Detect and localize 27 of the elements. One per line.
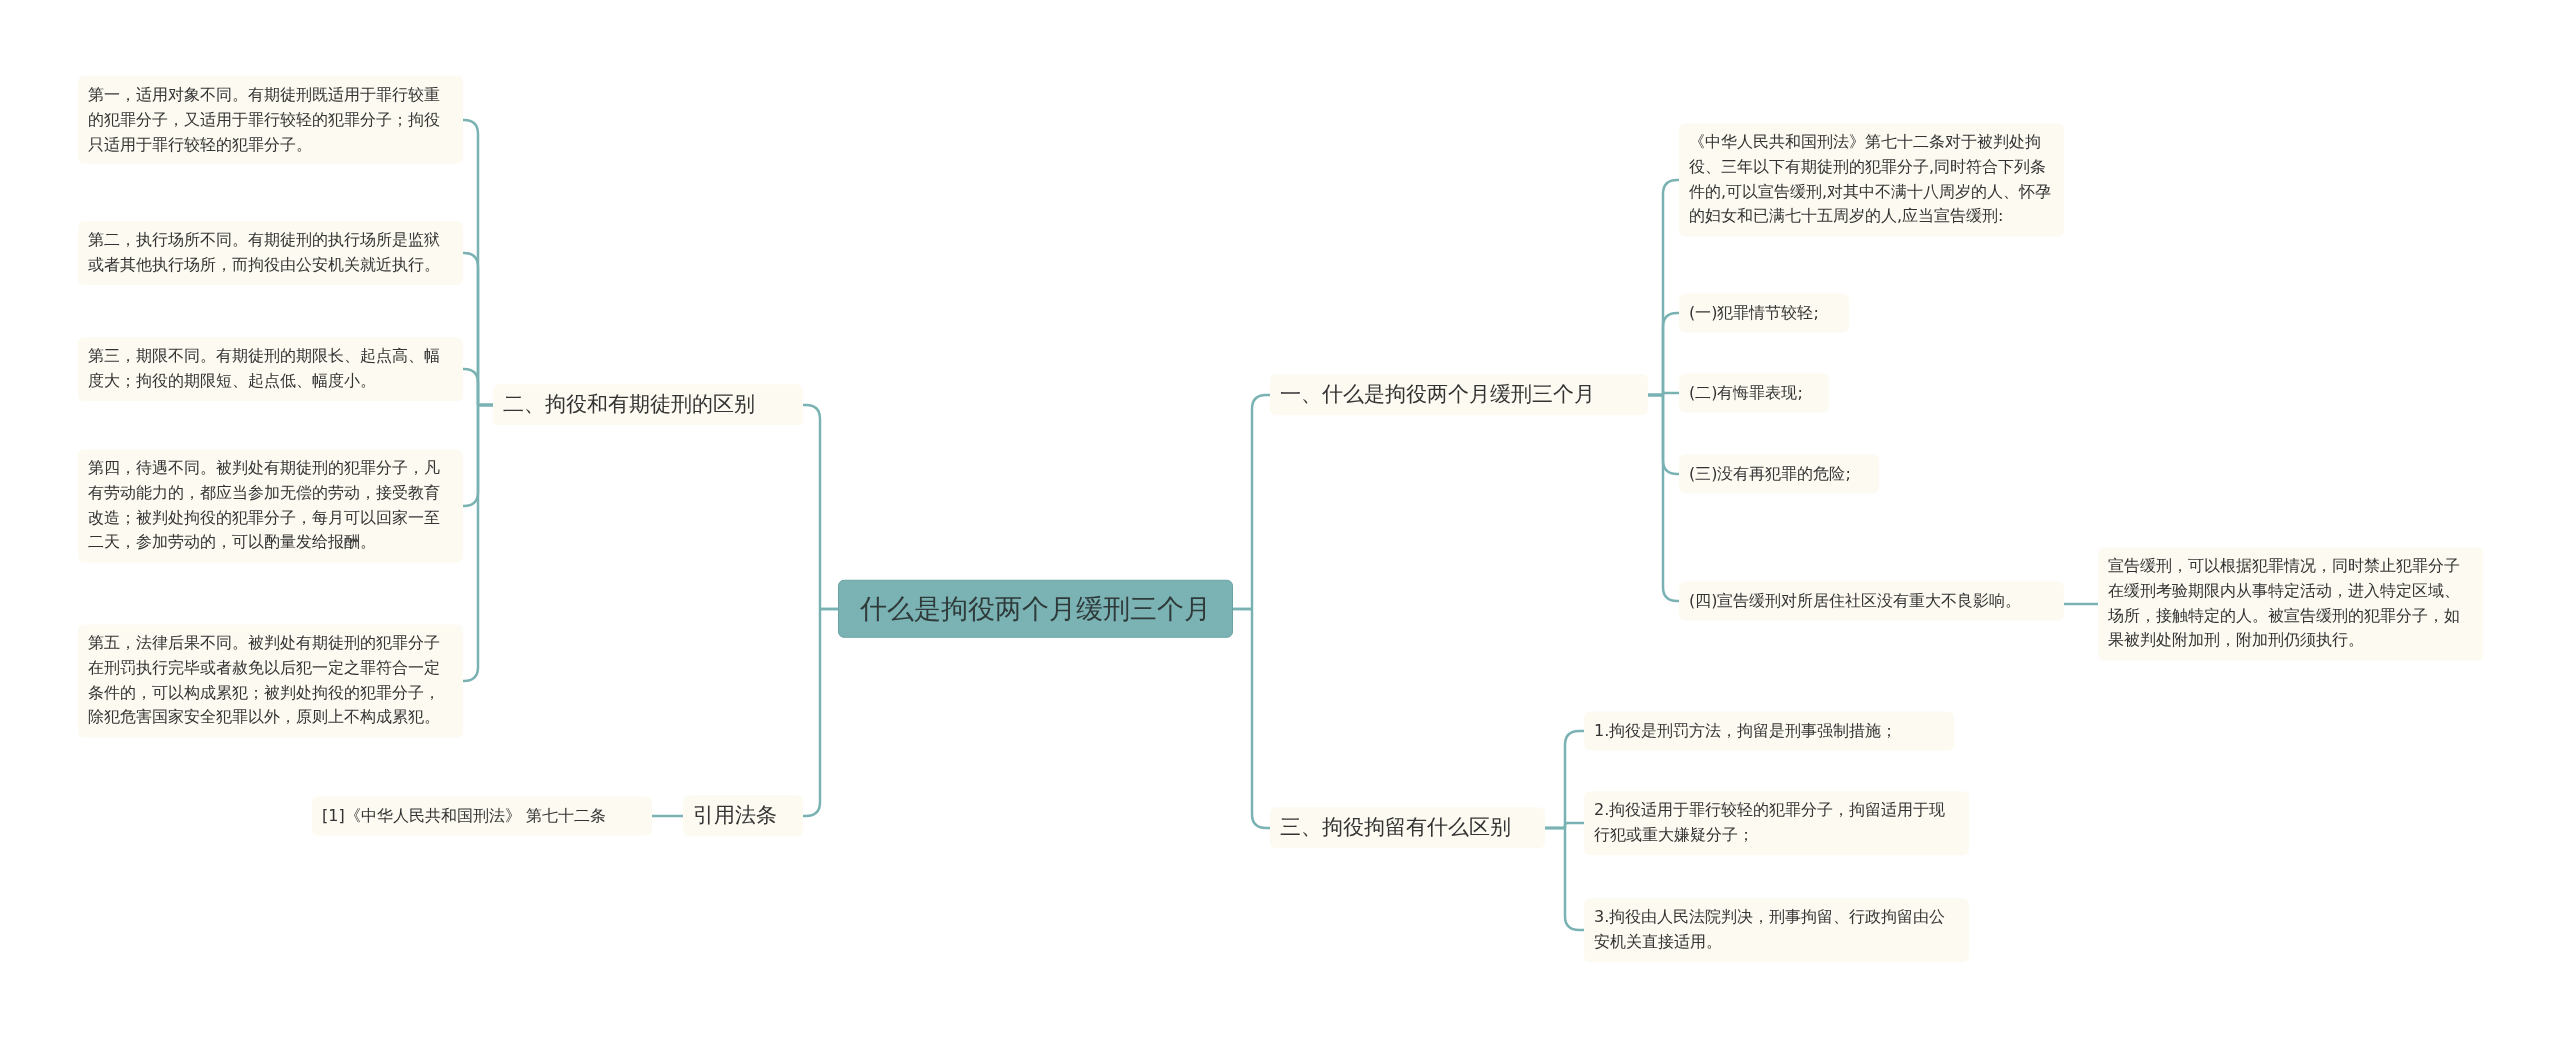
branch-topic-box: 引用法条 xyxy=(683,795,803,837)
connector-line xyxy=(801,607,840,818)
leaf-topic-box: 宣告缓刑，可以根据犯罪情况，同时禁止犯罪分子在缓刑考验期限内从事特定活动，进入特定区域、场所，接触特定的人。被宣告缓刑的犯罪分子，如果被判处附加刑，附加刑仍须执行。 xyxy=(2098,547,2483,661)
leaf-topic-box: 2.拘役适用于罪行较轻的犯罪分子，拘留适用于现行犯或重大嫌疑分子； xyxy=(1584,791,1969,855)
leaf-topic-box: [1]《中华人民共和国刑法》 第七十二条 xyxy=(312,796,652,836)
leaf-topic-box: (三)没有再犯罪的危险; xyxy=(1679,454,1879,494)
connector-line xyxy=(461,403,495,683)
connector-line xyxy=(1231,607,1272,830)
leaf-topic-box: 第二，执行场所不同。有期徒刑的执行场所是监狱或者其他执行场所，而拘役由公安机关就近执行。 xyxy=(78,221,463,285)
branch-topic-box: 一、什么是拘役两个月缓刑三个月 xyxy=(1270,374,1648,416)
leaf-topic-box: 第四，待遇不同。被判处有期徒刑的犯罪分子，凡有劳动能力的，都应当参加无偿的劳动，接受教育改造；被判处拘役的犯罪分子，每月可以回家一至二天，参加劳动的，可以酌量发给报酬。 xyxy=(78,449,463,563)
leaf-topic-box: 第一，适用对象不同。有期徒刑既适用于罪行较重的犯罪分子，又适用于罪行较轻的犯罪分子；拘役只适用于罪行较轻的犯罪分子。 xyxy=(78,75,463,165)
connector-line xyxy=(652,814,683,818)
leaf-topic-box: 第三，期限不同。有期徒刑的期限长、起点高、幅度大；拘役的期限短、起点低、幅度小。 xyxy=(78,337,463,401)
leaf-topic-box: 1.拘役是刑罚方法，拘留是刑事强制措施； xyxy=(1584,711,1954,751)
leaf-topic-box: (一)犯罪情节较轻; xyxy=(1679,293,1849,333)
leaf-topic-box: (四)宣告缓刑对所居住社区没有重大不良影响。 xyxy=(1679,581,2064,621)
connector-line xyxy=(1646,393,1681,603)
leaf-topic-box: (二)有悔罪表现; xyxy=(1679,373,1829,413)
leaf-topic-box: 3.拘役由人民法院判决，刑事拘留、行政拘留由公安机关直接适用。 xyxy=(1584,898,1969,962)
branch-topic-box: 三、拘役拘留有什么区别 xyxy=(1270,807,1545,849)
leaf-topic-box: 第五，法律后果不同。被判处有期徒刑的犯罪分子在刑罚执行完毕或者赦免以后犯一定之罪符合一定条件的，可以构成累犯；被判处拘役的犯罪分子，除犯危害国家安全犯罪以外，原则上不构成累犯。 xyxy=(78,624,463,738)
connector-line xyxy=(2064,602,2098,606)
leaf-topic-box: 《中华人民共和国刑法》第七十二条对于被判处拘役、三年以下有期徒刑的犯罪分子,同时符合下列条件的,可以宣告缓刑,对其中不满十八周岁的人、怀孕的妇女和已满七十五周岁的人,应当宣告缓刑: xyxy=(1679,123,2064,237)
branch-topic-box: 二、拘役和有期徒刑的区别 xyxy=(493,384,803,426)
central-topic-box: 什么是拘役两个月缓刑三个月 xyxy=(838,579,1233,639)
connector-line xyxy=(1543,826,1586,932)
